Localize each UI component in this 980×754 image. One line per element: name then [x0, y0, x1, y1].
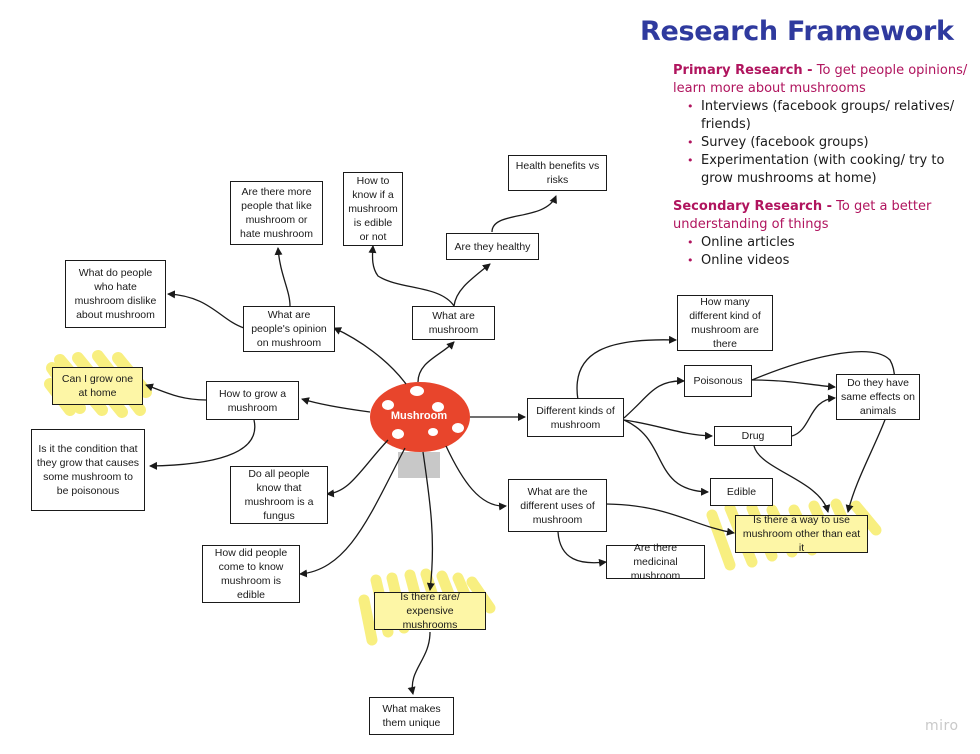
mushroom-stem — [398, 452, 440, 478]
primary-research-list: Interviews (facebook groups/ relatives/ … — [673, 98, 973, 188]
node-edible[interactable]: Edible — [710, 478, 773, 506]
primary-research-label: Primary Research - — [673, 63, 813, 78]
node-what-are-mushroom[interactable]: What are mushroom — [412, 306, 495, 340]
list-item: Survey (facebook groups) — [687, 134, 973, 152]
mushroom-spot — [432, 402, 444, 412]
node-fungus[interactable]: Do all people know that mushroom is a fu… — [230, 466, 328, 524]
secondary-research-list: Online articles Online videos — [673, 234, 973, 270]
edge-center-rare — [422, 451, 435, 591]
edge-poisonous-other — [751, 351, 896, 513]
edge-kinds-howmany — [576, 335, 677, 401]
node-drug[interactable]: Drug — [714, 426, 792, 446]
edge-drug-same — [791, 394, 836, 437]
list-item: Interviews (facebook groups/ relatives/ … — [687, 98, 973, 134]
primary-research-description: To get people opinions/ learn more about… — [673, 63, 968, 96]
node-growing-condition[interactable]: Is it the condition that they grow that … — [31, 429, 145, 511]
mushroom-spot — [428, 428, 438, 436]
node-rare-expensive[interactable]: Is there rare/ expensive mushrooms — [374, 591, 486, 631]
node-other-use[interactable]: Is there a way to use mushroom other tha… — [735, 514, 868, 554]
edge-what-are-healthy — [453, 263, 491, 307]
node-are-they-healthy[interactable]: Are they healthy — [446, 233, 539, 260]
node-what-makes-unique[interactable]: What makes them unique — [369, 697, 454, 735]
edge-grow-home — [145, 383, 207, 401]
edge-kinds-poisonous — [623, 376, 685, 419]
node-grow-at-home[interactable]: Can I grow one at home — [52, 367, 143, 405]
edge-what-are-know-edible — [368, 245, 455, 307]
list-item: Online articles — [687, 234, 973, 252]
secondary-research-label: Secondary Research - — [673, 199, 833, 214]
mushroom-spot — [382, 400, 394, 410]
edge-opinion-dislike — [167, 290, 245, 329]
node-poisonous[interactable]: Poisonous — [684, 365, 752, 397]
edge-uses-medicinal — [557, 531, 607, 567]
node-how-to-grow[interactable]: How to grow a mushroom — [206, 381, 299, 420]
edge-rare-unique — [407, 631, 431, 695]
mushroom-spot — [392, 429, 404, 439]
edge-poisonous-same — [751, 379, 836, 391]
center-node-label[interactable]: Mushroom — [390, 410, 448, 422]
miro-watermark: miro — [925, 718, 959, 734]
edge-center-came-know — [299, 447, 406, 578]
node-medicinal[interactable]: Are there medicinal mushroom — [606, 542, 705, 582]
node-different-kinds[interactable]: Different kinds of mushroom — [527, 398, 624, 437]
mushroom-spot — [410, 386, 424, 396]
edge-center-uses — [445, 445, 507, 511]
edge-opinion-like — [274, 247, 291, 307]
edge-uses-other — [605, 503, 735, 536]
secondary-research-heading: Secondary Research - To get a better und… — [673, 198, 973, 234]
node-peoples-opinion[interactable]: What are people's opinion on mushroom — [243, 306, 335, 352]
page-title: Research Framework — [640, 16, 954, 47]
edge-center-opinion — [333, 327, 407, 385]
edge-kinds-drug — [623, 419, 713, 440]
node-what-do-haters-dislike[interactable]: What do people who hate mushroom dislike… — [65, 260, 166, 328]
edge-healthy-benefits — [491, 195, 557, 233]
edge-kinds-edible — [623, 419, 709, 496]
edge-grow-condition — [149, 419, 256, 470]
list-item: Online videos — [687, 252, 973, 270]
mushroom-spot — [452, 423, 464, 433]
node-came-to-know[interactable]: How did people come to know mushroom is … — [202, 545, 300, 603]
node-different-uses[interactable]: What are the different uses of mushroom — [508, 479, 607, 532]
primary-research-heading: Primary Research - To get people opinion… — [673, 62, 973, 98]
research-notes: Primary Research - To get people opinion… — [673, 62, 973, 270]
node-how-to-know-edible[interactable]: How to know if a mushroom is edible or n… — [343, 172, 403, 246]
edge-center-what-are — [417, 341, 455, 383]
node-health-benefits[interactable]: Health benefits vs risks — [508, 155, 607, 191]
edge-center-grow — [301, 397, 371, 413]
edge-center-fungus — [326, 439, 389, 498]
node-same-effects[interactable]: Do they have same effects on animals — [836, 374, 920, 420]
list-item: Experimentation (with cooking/ try to gr… — [687, 152, 973, 188]
edge-drug-other — [753, 445, 831, 513]
node-more-people-like[interactable]: Are there more people that like mushroom… — [230, 181, 323, 245]
node-how-many-kinds[interactable]: How many different kind of mushroom are … — [677, 295, 773, 351]
secondary-research-description: To get a better understanding of things — [673, 199, 932, 232]
connectors — [145, 195, 896, 695]
